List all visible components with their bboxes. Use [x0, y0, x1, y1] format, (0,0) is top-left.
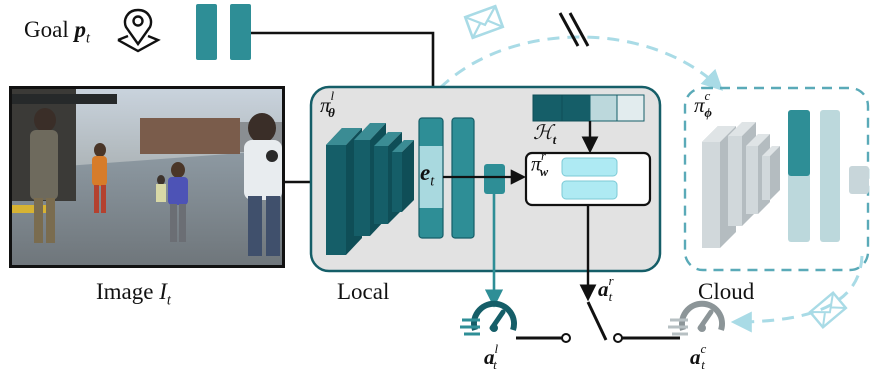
local-policy-symbol: π [320, 93, 331, 117]
local-label: Local [337, 279, 390, 304]
local-policy-superscript: l [330, 88, 335, 103]
action-router-subscript: t [608, 289, 613, 305]
switch-contact-right [613, 333, 623, 343]
router-policy-symbol: π [531, 153, 542, 176]
goal-symbol-subscript: t [85, 30, 90, 47]
goal-token-1 [196, 4, 217, 60]
history-label: ℋt [533, 120, 556, 148]
local-output-token [484, 164, 505, 194]
goal-symbol: pt [74, 17, 89, 47]
cloud-cnn-layers [702, 122, 780, 248]
cloud-policy-label: πcϕ [694, 88, 712, 121]
envelope-icon [463, 4, 505, 40]
action-local-superscript: l [494, 341, 499, 356]
action-local-label: alt [484, 341, 499, 373]
embedding-label: et [420, 160, 434, 191]
action-cloud-label: act [690, 341, 707, 373]
local-cnn-layers [326, 123, 414, 255]
action-router-symbol: a [598, 277, 609, 301]
cloud-policy-subscript: ϕ [704, 105, 712, 121]
local-policy-subscript: θ [328, 105, 335, 121]
goal-label: Goal pt [24, 17, 90, 48]
router-policy-superscript: r [541, 149, 546, 163]
action-router-superscript: r [608, 273, 614, 288]
goal-symbol-letter: p [74, 17, 86, 42]
goal-pin-icon [117, 8, 161, 53]
goal-token-2 [230, 4, 251, 60]
cloud-policy-superscript: c [704, 88, 711, 103]
action-cloud-subscript: t [701, 357, 705, 373]
action-cloud-symbol: a [690, 345, 701, 369]
router-policy-subscript: w [539, 164, 549, 179]
action-cloud-superscript: c [700, 341, 707, 356]
switch-contact-left [561, 333, 571, 343]
router-layer-2 [561, 180, 618, 200]
image-word: Image [96, 279, 154, 304]
action-router-label: art [598, 273, 614, 305]
cloud-return-arc [730, 255, 864, 333]
speedometer-cloud-icon [668, 300, 725, 336]
action-local-symbol: a [484, 345, 495, 369]
envelope-return-icon [808, 291, 848, 329]
speedometer-local-icon [460, 300, 517, 336]
router-layer-1 [561, 157, 618, 177]
cloud-request-arc [438, 35, 724, 91]
image-symbol-subscript: t [166, 292, 171, 309]
goal-word: Goal [24, 17, 69, 42]
input-image [9, 86, 285, 268]
history-subscript: t [552, 133, 557, 147]
local-policy-label: πlθ [320, 88, 335, 121]
cloud-policy-symbol: π [694, 93, 705, 117]
cloud-panel [683, 86, 870, 272]
cloud-hidden-bar [820, 110, 840, 242]
router-policy-label: πrw [531, 149, 549, 180]
embedding-bar [418, 117, 444, 239]
image-symbol: It [159, 279, 171, 309]
image-label: Image It [96, 279, 171, 310]
switch-lever [586, 301, 608, 341]
embedding-subscript: t [430, 173, 435, 190]
cloud-label: Cloud [698, 279, 755, 304]
link-broken-icon [558, 12, 590, 47]
history-symbol: ℋ [533, 122, 553, 144]
cloud-embedding-bar [788, 110, 810, 242]
cloud-output-token [849, 166, 869, 194]
image-symbol-letter: I [159, 279, 167, 304]
embedding-symbol: e [420, 160, 431, 185]
history-buffer [532, 94, 645, 122]
action-local-subscript: t [493, 357, 497, 373]
